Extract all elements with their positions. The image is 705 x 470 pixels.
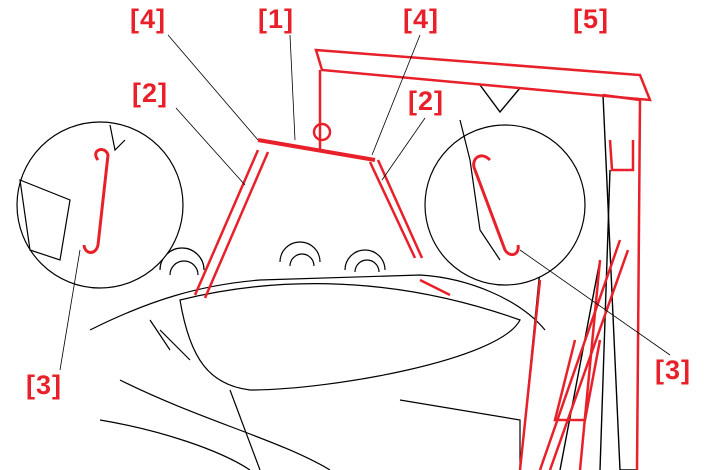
- callout-hook-right-top: [4]: [403, 4, 439, 34]
- callout-engine-crane: [5]: [573, 4, 609, 34]
- callout-hook-detail-right: [3]: [655, 355, 691, 385]
- callout-spreader-bar: [1]: [258, 4, 294, 34]
- leader-lines: [59, 34, 671, 371]
- callout-strap-right: [2]: [408, 86, 444, 116]
- hook-right-detail: [472, 154, 520, 257]
- vehicle-outline: [89, 241, 546, 470]
- hook-left-detail: [82, 148, 110, 254]
- detail-circle-left: [16, 121, 184, 289]
- callout-hook-detail-left: [3]: [26, 370, 62, 400]
- detail-circle-right: [424, 119, 586, 286]
- callout-hook-left-top: [4]: [130, 4, 166, 34]
- red-highlights: [193, 48, 652, 470]
- callout-strap-left: [2]: [132, 78, 168, 108]
